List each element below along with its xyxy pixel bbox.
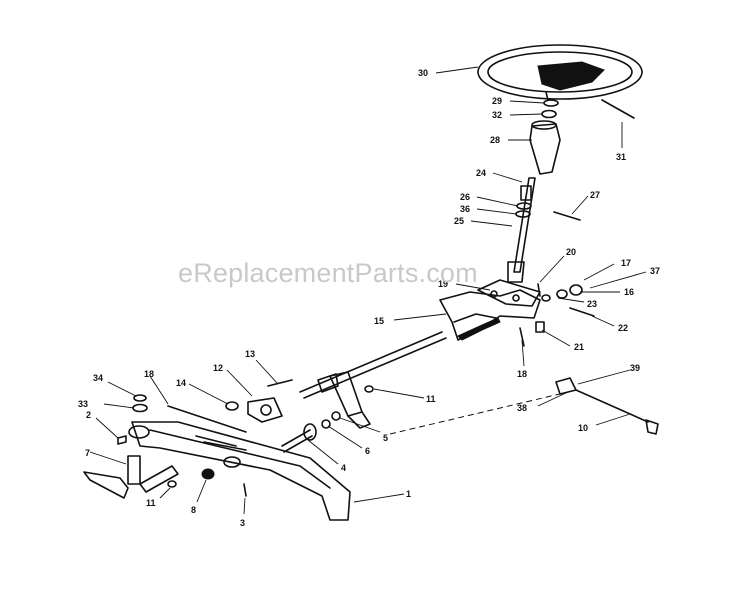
- callout-16: 16: [624, 287, 634, 297]
- callout-11-upper: 11: [426, 394, 436, 404]
- callout-11-lower: 11: [146, 498, 156, 508]
- pivot-bushing: [303, 423, 317, 441]
- pivot-bolt: [281, 429, 313, 453]
- callout-12: 12: [213, 363, 223, 373]
- callout-4: 4: [341, 463, 346, 473]
- callout-20: 20: [566, 247, 576, 257]
- callout-26: 26: [460, 192, 470, 202]
- spindle: [83, 455, 179, 499]
- callout-13: 13: [245, 349, 255, 359]
- bolt: [519, 327, 525, 347]
- steering-shaft: [507, 177, 536, 283]
- washer: [133, 394, 147, 402]
- callout-37: 37: [650, 266, 660, 276]
- callout-6: 6: [365, 446, 370, 456]
- callout-3: 3: [240, 518, 245, 528]
- front-axle: [128, 421, 351, 521]
- callout-8: 8: [191, 505, 196, 515]
- callout-31: 31: [616, 152, 626, 162]
- callout-5: 5: [383, 433, 388, 443]
- callout-15: 15: [374, 316, 384, 326]
- steering-bracket: [477, 279, 541, 307]
- callout-29: 29: [492, 96, 502, 106]
- callout-22: 22: [618, 323, 628, 333]
- bolt: [243, 483, 247, 497]
- callout-14: 14: [176, 378, 186, 388]
- steering-wheel: [477, 44, 643, 101]
- callout-18-lower: 18: [144, 369, 154, 379]
- callout-28: 28: [490, 135, 500, 145]
- tie-rod: [167, 405, 247, 433]
- callout-17: 17: [621, 258, 631, 268]
- sector-gear: [439, 289, 541, 341]
- nut: [321, 419, 331, 429]
- nut: [556, 289, 568, 299]
- shaft-pin: [553, 211, 581, 221]
- grease-fitting: [167, 480, 177, 488]
- bushing: [535, 321, 545, 333]
- grease-fitting: [364, 385, 374, 393]
- callout-39: 39: [630, 363, 640, 373]
- steering-bushing: [529, 120, 561, 175]
- callout-33: 33: [78, 399, 88, 409]
- callout-2: 2: [86, 410, 91, 420]
- ball-joint: [247, 397, 283, 423]
- callout-36: 36: [460, 204, 470, 214]
- callout-23: 23: [587, 299, 597, 309]
- callout-27: 27: [590, 190, 600, 200]
- washer: [541, 109, 557, 119]
- nut: [225, 401, 239, 411]
- grease-fitting: [117, 435, 127, 445]
- callout-18-upper: 18: [517, 369, 527, 379]
- callout-34: 34: [93, 373, 103, 383]
- roll-pin: [601, 99, 635, 119]
- callout-19: 19: [438, 279, 448, 289]
- washer: [132, 403, 148, 413]
- callout-7: 7: [85, 448, 90, 458]
- callout-21: 21: [574, 342, 584, 352]
- alignment-line: [389, 391, 569, 435]
- callout-25: 25: [454, 216, 464, 226]
- callout-38: 38: [517, 403, 527, 413]
- leader-lines: [89, 66, 647, 515]
- bolt: [569, 307, 595, 317]
- bolt: [267, 379, 293, 387]
- washer: [541, 294, 551, 302]
- callout-24: 24: [476, 168, 486, 178]
- washer: [331, 411, 341, 421]
- nut: [569, 284, 583, 296]
- pivot-bracket: [329, 371, 371, 429]
- right-tie-rod: [555, 377, 659, 435]
- washer: [543, 99, 559, 107]
- callout-32: 32: [492, 110, 502, 120]
- bolt: [537, 283, 541, 297]
- callout-10: 10: [578, 423, 588, 433]
- callout-1: 1: [406, 489, 411, 499]
- callout-labels: 30 29 32 28 31 24 26 36 25 27 20 17 37 1…: [78, 68, 660, 528]
- callout-30: 30: [418, 68, 428, 78]
- nut: [201, 468, 215, 480]
